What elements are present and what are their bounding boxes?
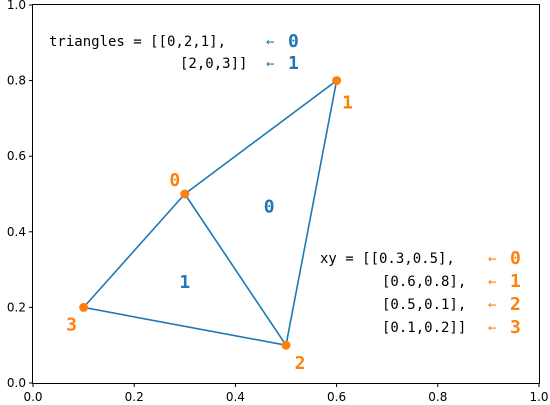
point-index-label: 3 <box>510 317 521 338</box>
x-tick-label: 0.2 <box>125 390 144 404</box>
data-point <box>332 76 342 86</box>
point-index-label: 0 <box>510 248 521 269</box>
x-tick-label: 1.0 <box>529 390 548 404</box>
point-label: 0 <box>169 170 180 191</box>
point-index-label: 1 <box>510 271 521 292</box>
data-point <box>281 340 291 350</box>
y-tick-label: 0.8 <box>7 74 26 88</box>
axes-frame <box>32 4 540 384</box>
x-tick-label: 0.8 <box>428 390 447 404</box>
triangle-label: 1 <box>179 272 190 293</box>
arrow-icon: ← <box>488 297 496 313</box>
xy-code-line-4: [0.1,0.2]] <box>382 320 466 336</box>
xy-code-line-2: [0.6,0.8], <box>382 274 466 290</box>
triangles-code-line-2: [2,0,3]] <box>180 56 247 72</box>
y-tick-label: 0.6 <box>7 149 26 163</box>
y-tick-label: 1.0 <box>7 0 26 12</box>
y-axis-ticks: 0.0 0.2 0.4 0.6 0.8 1.0 <box>7 0 33 390</box>
point-label: 1 <box>342 93 353 114</box>
x-axis-ticks: 0.0 0.2 0.4 0.6 0.8 1.0 <box>23 383 549 404</box>
xy-annotation: xy = [[0.3,0.5], [0.6,0.8], [0.5,0.1], [… <box>320 248 521 338</box>
triangle-edge <box>184 79 338 195</box>
data-point <box>180 189 190 199</box>
x-tick-label: 0.4 <box>226 390 245 404</box>
triangle-edges <box>83 79 338 346</box>
triangle-label: 0 <box>264 197 275 218</box>
y-tick-label: 0.0 <box>7 376 26 390</box>
x-tick-label: 0.0 <box>23 390 42 404</box>
xy-code-line-3: [0.5,0.1], <box>382 297 466 313</box>
point-label: 3 <box>66 314 77 335</box>
triangle-index-label: 1 <box>288 53 299 74</box>
arrow-icon: ← <box>488 320 496 336</box>
x-tick-label: 0.6 <box>327 390 346 404</box>
data-point <box>79 302 89 312</box>
arrow-icon: ← <box>266 34 274 50</box>
arrow-icon: ← <box>266 56 274 72</box>
data-points <box>79 76 342 350</box>
xy-code-line-1: xy = [[0.3,0.5], <box>320 251 455 267</box>
triangle-edge <box>184 193 287 346</box>
triangles-code-line-1: triangles = [[0,2,1], <box>49 34 226 50</box>
arrow-icon: ← <box>488 251 496 267</box>
y-tick-label: 0.2 <box>7 300 26 314</box>
point-index-label: 2 <box>510 294 521 315</box>
point-index-arrows: ← 0 ← 1 ← 2 ← 3 <box>488 248 521 338</box>
triangle-index-arrows: ← 0 ← 1 <box>266 31 299 74</box>
triangle-labels: 01 <box>179 197 274 294</box>
triangles-annotation: triangles = [[0,2,1], [2,0,3]] ← 0 ← 1 <box>49 31 299 74</box>
arrow-icon: ← <box>488 274 496 290</box>
triangle-edge <box>285 80 338 346</box>
triangle-index-label: 0 <box>288 31 299 52</box>
y-tick-label: 0.4 <box>7 225 26 239</box>
point-label: 2 <box>295 353 306 374</box>
triangle-edge <box>83 306 287 346</box>
triangle-edge <box>83 193 186 308</box>
